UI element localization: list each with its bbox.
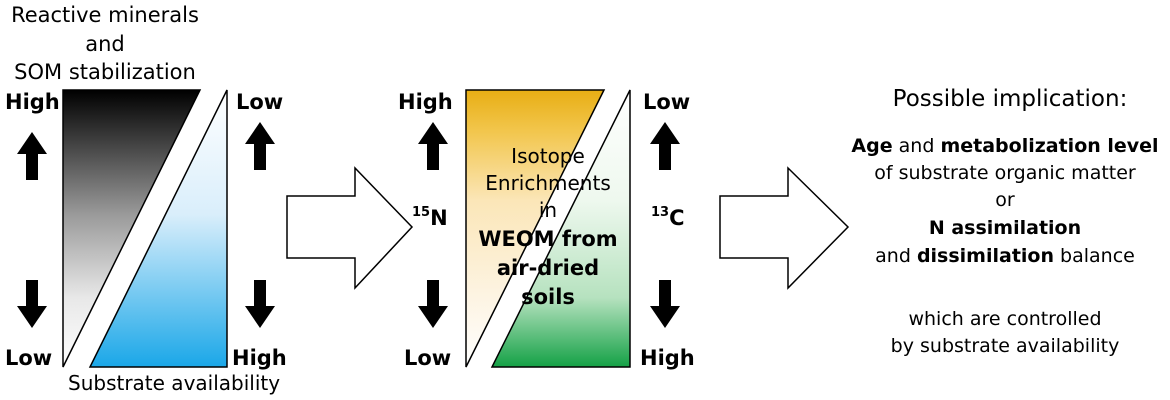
metabolization-level-term: metabolization level — [940, 135, 1159, 157]
arrow-up-icon — [650, 122, 680, 170]
and-prefix: and — [875, 245, 917, 267]
arrow-up-icon — [418, 122, 448, 170]
arrow-down-icon — [650, 280, 680, 328]
n-high-label: High — [398, 90, 453, 114]
right-high-label: High — [232, 346, 287, 370]
age-term: Age — [851, 135, 893, 157]
c-high-label: High — [640, 346, 695, 370]
substrate-availability-caption: Substrate availability — [68, 371, 281, 395]
n15-symbol: N — [430, 206, 448, 230]
c13-isotope-label: 13C — [651, 205, 685, 230]
arrow-down-icon — [17, 280, 47, 328]
c13-mass-number: 13 — [651, 205, 670, 220]
substrate-gradient-triangle — [88, 89, 228, 368]
c-isotope-gradient-shape — [490, 89, 631, 368]
mineral-gradient-triangle — [62, 89, 202, 368]
arrow-up-icon — [17, 132, 47, 180]
minerals-caption-line-2: and — [85, 32, 125, 56]
isotope-label-line-6: soils — [521, 285, 575, 309]
implication-line-6: which are controlled — [908, 308, 1102, 330]
implication-line-7: by substrate availability — [890, 335, 1120, 357]
n15-isotope-label: 15N — [412, 205, 448, 230]
isotope-label-line-1: Isotope — [511, 144, 585, 168]
implication-line-3: or — [995, 189, 1015, 211]
minerals-caption-line-3: SOM stabilization — [14, 60, 196, 84]
isotope-label-line-4: WEOM from — [478, 227, 618, 251]
implication-line-5: and dissimilation balance — [840, 247, 1170, 266]
and-connector: and — [892, 135, 941, 157]
block-arrow-right-icon — [286, 166, 414, 290]
n15-mass-number: 15 — [412, 205, 431, 220]
left-high-label: High — [5, 90, 60, 114]
c13-symbol: C — [669, 206, 685, 230]
isotope-label-line-3: in — [538, 198, 558, 222]
dissimilation-term: dissimilation — [916, 245, 1055, 267]
block-arrow-right-icon — [719, 166, 850, 290]
n-isotope-gradient-shape — [465, 89, 606, 368]
left-low-label: Low — [5, 346, 53, 370]
isotope-label-line-2: Enrichments — [485, 171, 611, 195]
isotope-label-line-5: air-dried — [496, 256, 600, 280]
implication-line-2: of substrate organic matter — [874, 162, 1136, 184]
balance-suffix: balance — [1054, 245, 1135, 267]
arrow-down-icon — [245, 280, 275, 328]
arrow-down-icon — [418, 280, 448, 328]
implication-line-4: N assimilation — [928, 217, 1082, 239]
n-low-label: Low — [404, 346, 452, 370]
right-low-label: Low — [236, 90, 284, 114]
implication-line-1: Age and metabolization level — [840, 137, 1170, 156]
arrow-up-icon — [245, 122, 275, 170]
implication-heading: Possible implication: — [892, 86, 1128, 112]
minerals-caption-line-1: Reactive minerals — [11, 3, 199, 27]
c-low-label: Low — [643, 90, 691, 114]
